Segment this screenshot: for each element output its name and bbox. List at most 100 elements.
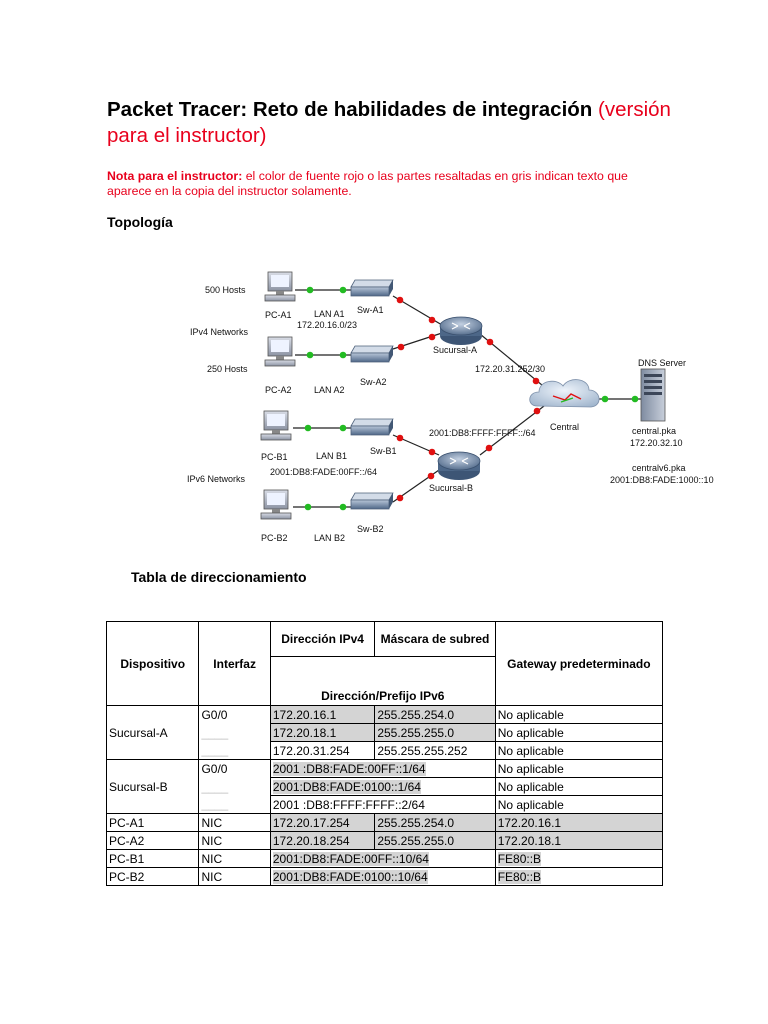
ipv6-address-text: 2001:DB8:FADE:0100::10/64 (272, 869, 428, 884)
link-up-icon (339, 286, 347, 294)
cell-gateway: No aplicable (494, 741, 664, 760)
table-header-row-ipv6: Dirección/Prefijo IPv6 (107, 656, 663, 706)
link-down-icon (428, 448, 436, 456)
label-pc-a2: PC-A2 (265, 385, 292, 395)
cell-gateway: 172.20.16.1 (494, 813, 664, 832)
pc-b1-icon (260, 410, 292, 441)
link-down-icon (396, 494, 404, 502)
link-up-icon (304, 503, 312, 511)
dns-server-icon (640, 368, 666, 422)
cell-gateway: No aplicable (494, 777, 664, 796)
ipv6-address-text: 2001 :DB8:FADE:00FF::1/64 (272, 761, 426, 776)
label-lan-a2: LAN A2 (314, 385, 345, 395)
cloud-central-icon (529, 379, 600, 408)
table-header-row: Dispositivo Interfaz Dirección IPv4 Másc… (105, 621, 664, 706)
cell-mask: 255.255.254.0 (374, 705, 496, 724)
page-title: Packet Tracer: Reto de habilidades de in… (107, 97, 707, 149)
cell-address: 172.20.18.254 (269, 831, 376, 850)
ipv6-address-text: 2001:DB8:FADE:0100::1/64 (272, 779, 421, 794)
label-lan-a1-net: 172.20.16.0/23 (297, 320, 357, 330)
table-row: G0/0 172.20.16.1 255.255.254.0 No aplica… (105, 705, 664, 724)
link-up-icon (601, 395, 609, 403)
label-wan-b: 2001:DB8:FFFF:FFFF::/64 (429, 428, 536, 438)
cell-device: Sucursal-A (105, 723, 200, 742)
cell-interface: ____ (198, 777, 271, 796)
gateway-text: FE80::B (497, 851, 542, 866)
label-pc-b1: PC-B1 (261, 452, 288, 462)
switch-sw-a2-icon (350, 345, 394, 363)
cell-ipv6-address: 2001:DB8:FADE:0100::1/64 (269, 777, 496, 796)
cell-ipv6-address: 2001:DB8:FADE:0100::10/64 (269, 867, 496, 886)
pc-b2-icon (260, 489, 292, 520)
label-central-ip: 172.20.32.10 (630, 438, 683, 448)
cell-device (105, 759, 200, 778)
link-down-icon (397, 343, 405, 351)
cell-device: PC-B2 (105, 867, 200, 886)
cell-gateway: No aplicable (494, 759, 664, 778)
table-row: PC-B2 NIC 2001:DB8:FADE:0100::10/64 FE80… (105, 867, 664, 886)
label-lan-b1-net: 2001:DB8:FADE:00FF::/64 (270, 467, 377, 477)
link-down-icon (532, 377, 540, 385)
ipv6-address-text: 2001:DB8:FADE:00FF::10/64 (272, 851, 429, 866)
cell-ipv6-address: 2001:DB8:FADE:00FF::10/64 (269, 849, 496, 868)
cell-device (105, 795, 200, 814)
link-down-icon (428, 316, 436, 324)
gateway-text: FE80::B (497, 869, 542, 884)
table-row: Sucursal-B ____ 2001:DB8:FADE:0100::1/64… (105, 777, 664, 796)
label-sw-a2: Sw-A2 (360, 377, 387, 387)
instructor-note-label: Nota para el instructor: (107, 169, 243, 183)
instructor-note: Nota para el instructor: el color de fue… (107, 169, 667, 199)
header-interface: Interfaz (198, 621, 271, 706)
cell-device (105, 741, 200, 760)
table-row: PC-A1 NIC 172.20.17.254 255.255.254.0 17… (105, 813, 664, 832)
addressing-table-heading: Tabla de direccionamiento (131, 569, 307, 585)
cell-interface: ____ (198, 795, 271, 814)
cell-device: Sucursal-B (105, 777, 200, 796)
topology-heading: Topología (107, 214, 173, 230)
header-ipv6: Dirección/Prefijo IPv6 (269, 656, 496, 706)
cell-mask: 255.255.255.252 (374, 741, 496, 760)
label-ipv4-networks: IPv4 Networks (190, 327, 249, 337)
cell-ipv6-address: 2001 :DB8:FFFF:FFFF::2/64 (269, 795, 496, 814)
label-lan-b2: LAN B2 (314, 533, 345, 543)
cell-gateway: No aplicable (494, 795, 664, 814)
link-down-icon (533, 407, 541, 415)
link-down-icon (485, 444, 493, 452)
table-row: PC-B1 NIC 2001:DB8:FADE:00FF::10/64 FE80… (105, 849, 664, 868)
label-centralv6-ip: 2001:DB8:FADE:1000::10 (610, 475, 714, 485)
pc-a1-icon (264, 271, 296, 302)
header-gateway: Gateway predeterminado (494, 621, 664, 706)
label-500-hosts: 500 Hosts (205, 285, 246, 295)
label-centralv6-pka: centralv6.pka (632, 463, 686, 473)
link-down-icon (486, 338, 494, 346)
cell-interface: NIC (198, 813, 271, 832)
table-row: G0/0 2001 :DB8:FADE:00FF::1/64 No aplica… (105, 759, 664, 778)
label-lan-b1: LAN B1 (316, 451, 347, 461)
cell-device: PC-B1 (105, 849, 200, 868)
cell-gateway: No aplicable (494, 723, 664, 742)
label-ipv6-networks: IPv6 Networks (187, 474, 246, 484)
addressing-table: Dispositivo Interfaz Dirección IPv4 Másc… (105, 621, 664, 886)
cell-device (105, 705, 200, 724)
label-sucursal-a: Sucursal-A (433, 345, 477, 355)
label-pc-b2: PC-B2 (261, 533, 288, 543)
link-down-icon (427, 472, 435, 480)
cell-address: 172.20.18.1 (269, 723, 376, 742)
switch-sw-b2-icon (350, 492, 394, 510)
cell-address: 172.20.17.254 (269, 813, 376, 832)
label-sucursal-b: Sucursal-B (429, 483, 473, 493)
link-up-icon (339, 351, 347, 359)
cell-interface: NIC (198, 831, 271, 850)
cell-ipv6-address: 2001 :DB8:FADE:00FF::1/64 (269, 759, 496, 778)
link-up-icon (306, 351, 314, 359)
table-row: ____ 2001 :DB8:FFFF:FFFF::2/64 No aplica… (105, 795, 664, 814)
cell-device: PC-A1 (105, 813, 200, 832)
cell-interface: G0/0 (198, 705, 271, 724)
topology-labels: 500 Hosts IPv4 Networks 250 Hosts IPv6 N… (187, 285, 714, 543)
label-sw-b1: Sw-B1 (370, 446, 397, 456)
cell-gateway: FE80::B (494, 867, 664, 886)
router-sucursal-a-icon (439, 316, 483, 345)
switch-sw-b1-icon (350, 418, 394, 436)
cell-interface: NIC (198, 867, 271, 886)
label-250-hosts: 250 Hosts (207, 364, 248, 374)
